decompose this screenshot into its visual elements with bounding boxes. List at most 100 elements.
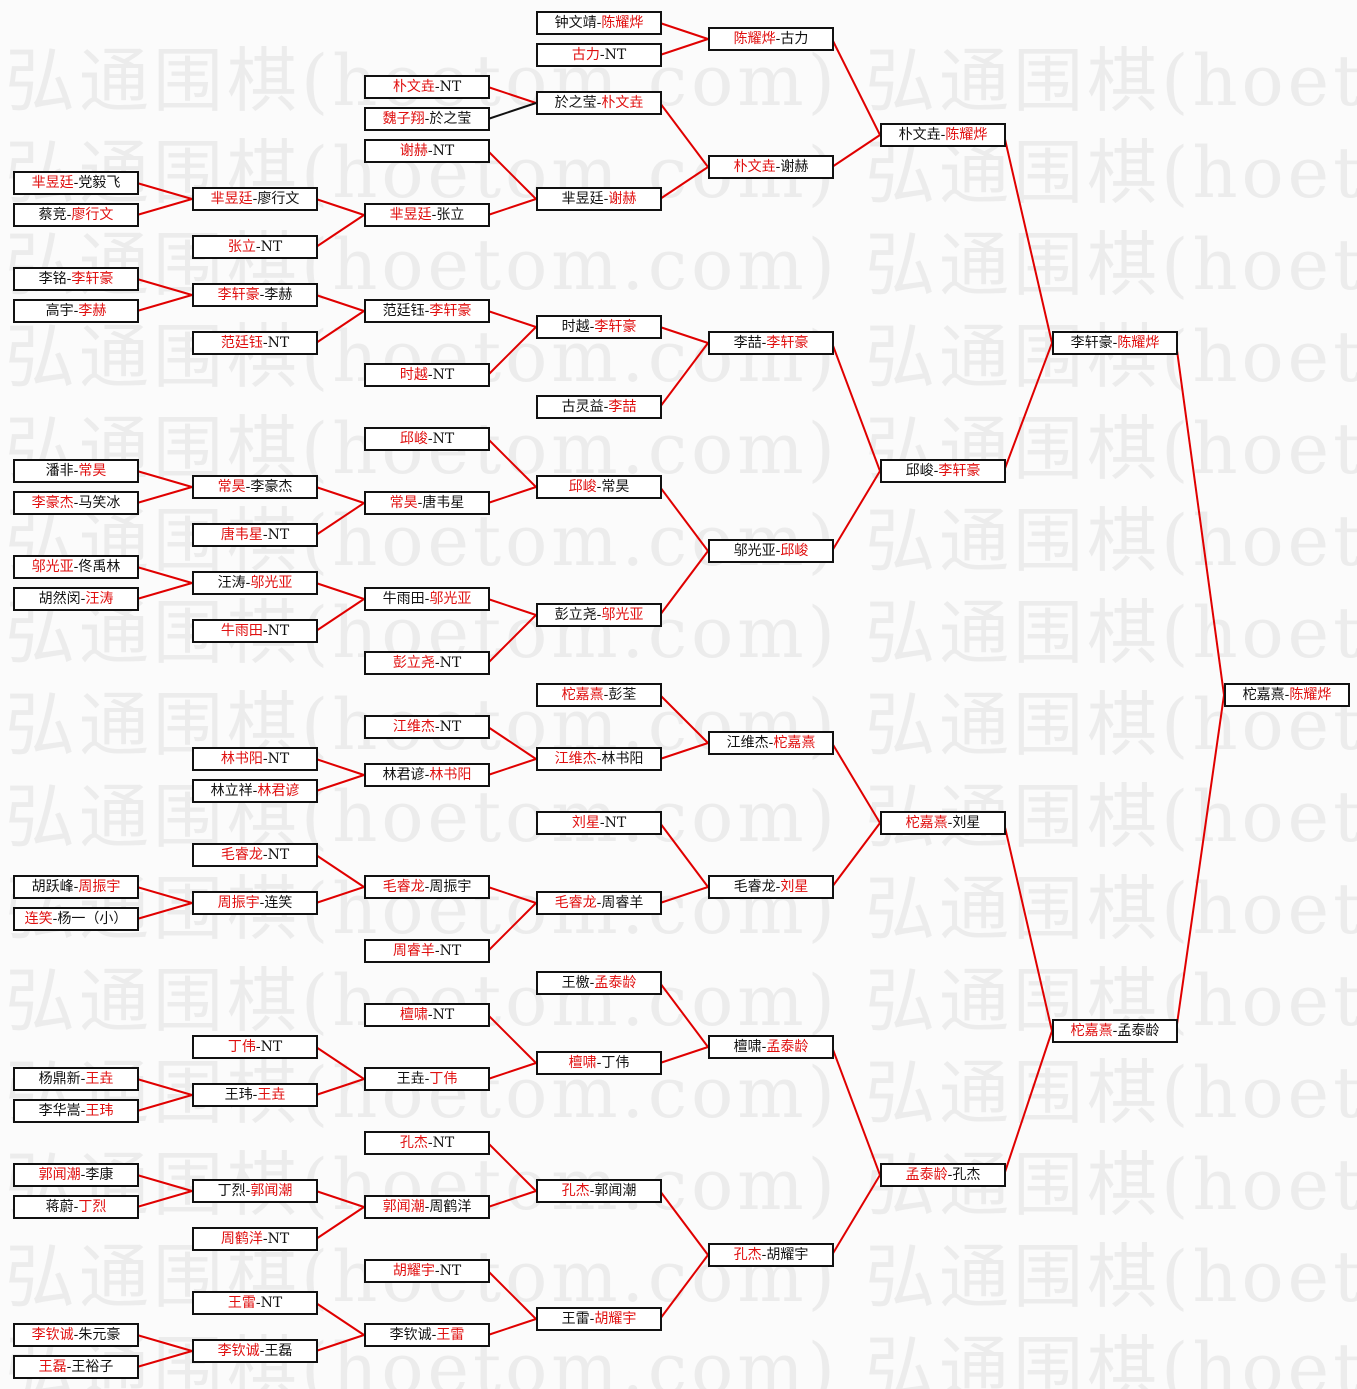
player-name: 胡然闵: [38, 591, 81, 607]
player-name: NT: [260, 1039, 283, 1055]
winner-name: 郭闻潮: [250, 1183, 293, 1199]
player-name: 谢赫: [780, 159, 809, 175]
bracket-connector: [659, 694, 709, 744]
player-name: NT: [432, 1007, 455, 1023]
winner-name: 谢赫: [399, 143, 428, 159]
bracket-connector: [136, 582, 193, 600]
match-box: 孔杰-胡耀宇: [708, 1243, 834, 1267]
player-name: 李钦诚: [389, 1327, 432, 1343]
bracket-connector: [315, 758, 365, 776]
separator: -: [589, 1311, 595, 1327]
match-box: 江维杰-林书阳: [536, 747, 662, 771]
match-box: 芈昱廷-谢赫: [536, 187, 662, 211]
separator: -: [255, 239, 261, 255]
player-name: 王磊: [264, 1343, 293, 1359]
match-box: 李华嵩-王玮: [13, 1099, 139, 1123]
separator: -: [73, 1327, 79, 1343]
player-name: 胡耀宇: [766, 1247, 809, 1263]
player-name: 周鹤洋: [429, 1199, 472, 1215]
bracket-connector: [659, 1190, 709, 1256]
match-box: 檀啸-孟泰龄: [708, 1035, 834, 1059]
player-name: 李华嵩: [38, 1103, 81, 1119]
player-name: NT: [267, 751, 290, 767]
winner-name: 周鹤洋: [220, 1231, 263, 1247]
match-box: 毛睿龙-周睿羊: [536, 891, 662, 915]
winner-name: 丁伟: [429, 1071, 458, 1087]
winner-name: 李轩豪: [429, 303, 472, 319]
player-name: 高宇: [45, 303, 74, 319]
bracket-connector: [1003, 134, 1053, 344]
winner-name: 林君谚: [257, 783, 300, 799]
bracket-connector: [831, 38, 881, 136]
player-name: 连笑: [264, 895, 293, 911]
winner-name: 牛雨田: [220, 623, 263, 639]
bracket-connector: [136, 902, 193, 920]
bracket-connector: [659, 822, 709, 888]
separator: -: [427, 1007, 433, 1023]
bracket-connector: [136, 182, 193, 200]
match-box: 邬光亚-佟禹林: [13, 555, 139, 579]
winner-name: 郭闻潮: [382, 1199, 425, 1215]
bracket-connector: [1175, 342, 1225, 696]
player-name: 唐韦星: [422, 495, 465, 511]
match-box: 周鹤洋-NT: [192, 1227, 318, 1251]
match-box: 蒋蔚-丁烈: [13, 1195, 139, 1219]
winner-name: 李轩豪: [217, 287, 260, 303]
player-name: NT: [432, 367, 455, 383]
match-box: 古灵益-李喆: [536, 395, 662, 419]
separator: -: [73, 879, 79, 895]
winner-name: 范廷钰: [220, 335, 263, 351]
winner-name: 柁嘉熹: [561, 687, 604, 703]
player-name: 彭荃: [608, 687, 637, 703]
bracket-connector: [136, 886, 193, 904]
bracket-connector: [315, 1206, 365, 1240]
winner-name: 邬光亚: [429, 591, 472, 607]
separator: -: [424, 303, 430, 319]
separator: -: [603, 399, 609, 415]
separator: -: [589, 1183, 595, 1199]
separator: -: [596, 607, 602, 623]
winner-name: 周振宇: [217, 895, 260, 911]
separator: -: [262, 527, 268, 543]
player-name: 江维杰: [726, 735, 769, 751]
separator: -: [73, 559, 79, 575]
player-name: 李赫: [264, 287, 293, 303]
bracket-connector: [315, 294, 365, 312]
bracket-connector: [136, 278, 193, 296]
separator: -: [66, 271, 72, 287]
player-name: 范廷钰: [382, 303, 425, 319]
winner-name: 胡耀宇: [594, 1311, 637, 1327]
separator: -: [262, 623, 268, 639]
bracket-connector: [315, 198, 365, 216]
winner-name: 李赫: [78, 303, 107, 319]
separator: -: [66, 1359, 72, 1375]
player-name: NT: [604, 815, 627, 831]
player-name: 朱元豪: [78, 1327, 121, 1343]
player-name: 檀啸: [733, 1039, 762, 1055]
match-box: 邬光亚-邱峻: [708, 539, 834, 563]
winner-name: 李喆: [608, 399, 637, 415]
player-name: 彭立尧: [554, 607, 597, 623]
bracket-connector: [136, 198, 193, 216]
match-box: 毛睿龙-NT: [192, 843, 318, 867]
player-name: 胡跃峰: [31, 879, 74, 895]
winner-name: 邬光亚: [601, 607, 644, 623]
separator: -: [947, 1167, 953, 1183]
player-name: 李豪杰: [250, 479, 293, 495]
player-name: NT: [432, 431, 455, 447]
player-name: NT: [439, 655, 462, 671]
match-box: 邱峻-李轩豪: [880, 459, 1006, 483]
winner-name: 孟泰龄: [905, 1167, 948, 1183]
match-box: 江维杰-柁嘉熹: [708, 731, 834, 755]
player-name: 古灵益: [561, 399, 604, 415]
match-box: 檀啸-丁伟: [536, 1051, 662, 1075]
separator: -: [417, 495, 423, 511]
bracket-connector: [487, 598, 537, 616]
separator: -: [252, 1087, 258, 1103]
match-box: 蔡竞-廖行文: [13, 203, 139, 227]
separator: -: [596, 751, 602, 767]
bracket-connector: [487, 150, 537, 200]
separator: -: [262, 1231, 268, 1247]
winner-name: 林书阳: [220, 751, 263, 767]
player-name: NT: [439, 1263, 462, 1279]
